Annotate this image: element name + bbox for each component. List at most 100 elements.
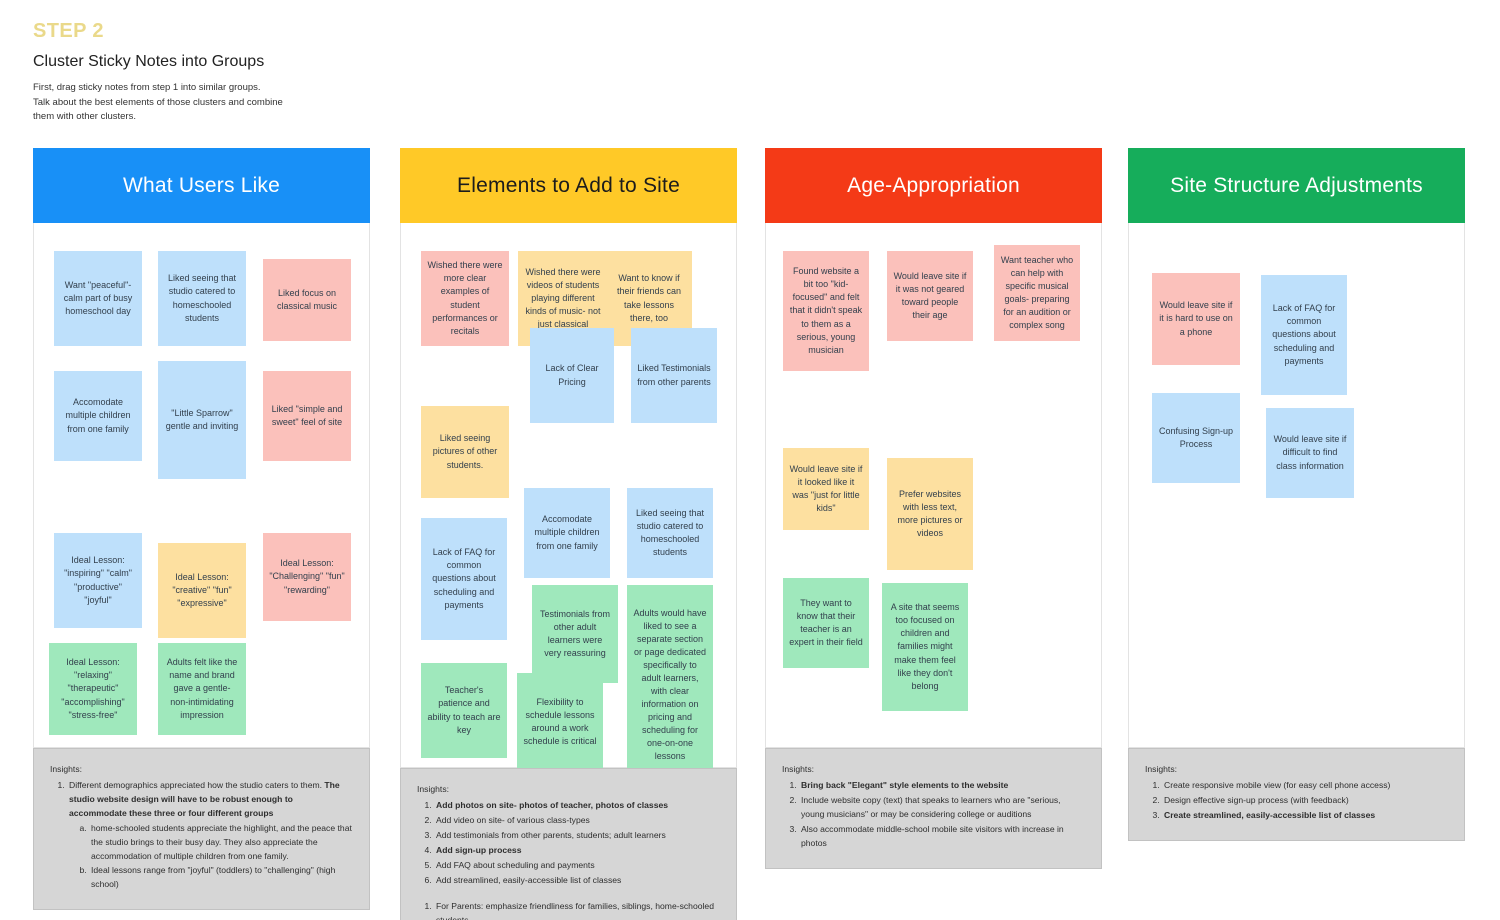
sticky-note-text: Ideal Lesson: "inspiring" "calm" "produc…	[64, 555, 132, 605]
sticky-note[interactable]: Ideal Lesson: "inspiring" "calm" "produc…	[54, 533, 142, 628]
sticky-note[interactable]: Would leave site if it is hard to use on…	[1152, 273, 1240, 365]
sticky-note[interactable]: Want "peaceful"- calm part of busy homes…	[54, 251, 142, 346]
sticky-note[interactable]: Want teacher who can help with specific …	[994, 245, 1080, 341]
insights-list: Create responsive mobile view (for easy …	[1145, 779, 1448, 823]
sticky-note[interactable]: Testimonials from other adult learners w…	[532, 585, 618, 683]
sticky-note[interactable]: Ideal Lesson: "relaxing" "therapeutic" "…	[49, 643, 137, 735]
insights-item: Add testimonials from other parents, stu…	[434, 829, 720, 843]
sticky-note-text: Liked seeing that studio catered to home…	[635, 507, 705, 558]
sticky-note[interactable]: Ideal Lesson: "creative" "fun" "expressi…	[158, 543, 246, 638]
insights-list: home-schooled students appreciate the hi…	[69, 822, 353, 893]
sticky-notes-pane: Would leave site if it is hard to use on…	[1128, 223, 1465, 748]
sticky-note[interactable]: Would leave site if difficult to find cl…	[1266, 408, 1354, 498]
insights-item: Ideal lessons range from "joyful" (toddl…	[89, 864, 353, 892]
sticky-note[interactable]: Teacher's patience and ability to teach …	[421, 663, 507, 758]
insights-list: Different demographics appreciated how t…	[50, 779, 353, 892]
sticky-note-text: Flexibility to schedule lessons around a…	[523, 696, 597, 747]
insights-list: Bring back "Elegant" style elements to t…	[782, 779, 1085, 851]
step-description-line-1: First, drag sticky notes from step 1 int…	[33, 82, 261, 93]
sticky-note-text: Liked focus on classical music	[276, 287, 337, 311]
sticky-note-text: Prefer websites with less text, more pic…	[897, 488, 963, 539]
sticky-note-text: Liked seeing that studio catered to home…	[167, 273, 237, 323]
sticky-note[interactable]: Adults would have liked to see a separat…	[627, 585, 713, 785]
sticky-note[interactable]: A site that seems too focused on childre…	[882, 583, 968, 711]
sticky-notes-pane: Want "peaceful"- calm part of busy homes…	[33, 223, 370, 748]
sticky-note-text: Want to know if their friends can take l…	[616, 273, 682, 323]
sticky-note-text: Adults felt like the name and brand gave…	[166, 657, 238, 720]
sticky-note-text: Liked Testimonials from other parents	[637, 363, 711, 387]
sticky-note-text: Accomodate multiple children from one fa…	[65, 397, 131, 434]
sticky-note[interactable]: Liked seeing pictures of other students.	[421, 406, 509, 498]
insights-item: Include website copy (text) that speaks …	[799, 794, 1085, 822]
sticky-note-text: Lack of FAQ for common questions about s…	[1272, 303, 1336, 366]
insights-list: Add photos on site- photos of teacher, p…	[417, 799, 720, 888]
page-title: Cluster Sticky Notes into Groups	[33, 53, 265, 70]
sticky-note-text: Would leave site if it looked like it wa…	[789, 463, 863, 514]
insights-item: Create streamlined, easily-accessible li…	[1162, 809, 1448, 823]
sticky-note[interactable]: Lack of FAQ for common questions about s…	[1261, 275, 1347, 395]
insights-spacer	[417, 888, 720, 900]
sticky-note[interactable]: "Little Sparrow" gentle and inviting	[158, 361, 246, 479]
column-title: Age-Appropriation	[765, 148, 1102, 223]
sticky-note[interactable]: Confusing Sign-up Process	[1152, 393, 1240, 483]
sticky-note[interactable]: Liked Testimonials from other parents	[631, 328, 717, 423]
sticky-note-text: Ideal Lesson: "relaxing" "therapeutic" "…	[61, 657, 125, 720]
sticky-note[interactable]: Would leave site if it was not geared to…	[887, 251, 973, 341]
board-header: STEP 2 Cluster Sticky Notes into Groups …	[33, 20, 493, 125]
sticky-note-text: Found website a bit too "kid-focused" an…	[789, 266, 863, 355]
sticky-note[interactable]: Accomodate multiple children from one fa…	[524, 488, 610, 578]
insights-item-emphasis: Bring back "Elegant" style elements to t…	[801, 779, 1009, 790]
insights-item: Add streamlined, easily-accessible list …	[434, 874, 720, 888]
sticky-note-text: Ideal Lesson: "Challenging" "fun" "rewar…	[269, 558, 345, 595]
sticky-note[interactable]: Liked seeing that studio catered to home…	[158, 251, 246, 346]
step-description: First, drag sticky notes from step 1 int…	[33, 81, 493, 125]
insights-item: Bring back "Elegant" style elements to t…	[799, 779, 1085, 793]
step-description-line-2: Talk about the best elements of those cl…	[33, 96, 283, 108]
column-title: Elements to Add to Site	[400, 148, 737, 223]
sticky-note[interactable]: Liked seeing that studio catered to home…	[627, 488, 713, 578]
insights-panel: Insights: Add photos on site- photos of t…	[400, 768, 737, 920]
sticky-note[interactable]: Would leave site if it looked like it wa…	[783, 448, 869, 530]
sticky-note-text: Lack of FAQ for common questions about s…	[432, 547, 496, 610]
insights-item: Add FAQ about scheduling and payments	[434, 859, 720, 873]
insights-item: Add photos on site- photos of teacher, p…	[434, 799, 720, 813]
sticky-note[interactable]: Liked "simple and sweet" feel of site	[263, 371, 351, 461]
sticky-note[interactable]: Found website a bit too "kid-focused" an…	[783, 251, 869, 371]
sticky-note-text: Want teacher who can help with specific …	[1000, 254, 1074, 331]
sticky-note[interactable]: Flexibility to schedule lessons around a…	[517, 673, 603, 771]
sticky-note[interactable]: Liked focus on classical music	[263, 259, 351, 341]
insights-panel: Insights: Bring back "Elegant" style elem…	[765, 748, 1102, 869]
insights-item-emphasis: The studio website design will have to b…	[69, 779, 340, 818]
insights-item: Different demographics appreciated how t…	[67, 779, 353, 892]
sticky-note-text: Lack of Clear Pricing	[545, 363, 599, 387]
sticky-note-text: Testimonials from other adult learners w…	[539, 608, 611, 659]
step-kicker: STEP 2	[33, 20, 104, 42]
insights-label: Insights:	[782, 764, 815, 774]
insights-item: Create responsive mobile view (for easy …	[1162, 779, 1448, 793]
insights-item: Add video on site- of various class-type…	[434, 814, 720, 828]
sticky-note-text: Want "peaceful"- calm part of busy homes…	[63, 279, 133, 317]
insights-label: Insights:	[1145, 764, 1178, 774]
sticky-note[interactable]: Prefer websites with less text, more pic…	[887, 458, 973, 570]
sticky-note-text: Liked seeing pictures of other students.	[432, 433, 498, 470]
sticky-notes-pane: Found website a bit too "kid-focused" an…	[765, 223, 1102, 748]
sticky-note[interactable]: They want to know that their teacher is …	[783, 578, 869, 668]
column-title: What Users Like	[33, 148, 370, 223]
sticky-note-text: Would leave site if difficult to find cl…	[1273, 434, 1347, 471]
sticky-note[interactable]: Wished there were more clear examples of…	[421, 251, 509, 346]
insights-label: Insights:	[50, 764, 83, 774]
insights-panel: Insights: Different demographics apprecia…	[33, 748, 370, 911]
sticky-note[interactable]: Ideal Lesson: "Challenging" "fun" "rewar…	[263, 533, 351, 621]
insights-item: Add sign-up process	[434, 844, 720, 858]
sticky-note-text: Wished there were more clear examples of…	[427, 260, 503, 336]
sticky-note[interactable]: Lack of FAQ for common questions about s…	[421, 518, 507, 640]
insights-label: Insights:	[417, 784, 450, 794]
sticky-note[interactable]: Accomodate multiple children from one fa…	[54, 371, 142, 461]
sticky-note[interactable]: Lack of Clear Pricing	[530, 328, 614, 423]
sticky-note[interactable]: Adults felt like the name and brand gave…	[158, 643, 246, 735]
sticky-note-text: Teacher's patience and ability to teach …	[427, 685, 501, 735]
